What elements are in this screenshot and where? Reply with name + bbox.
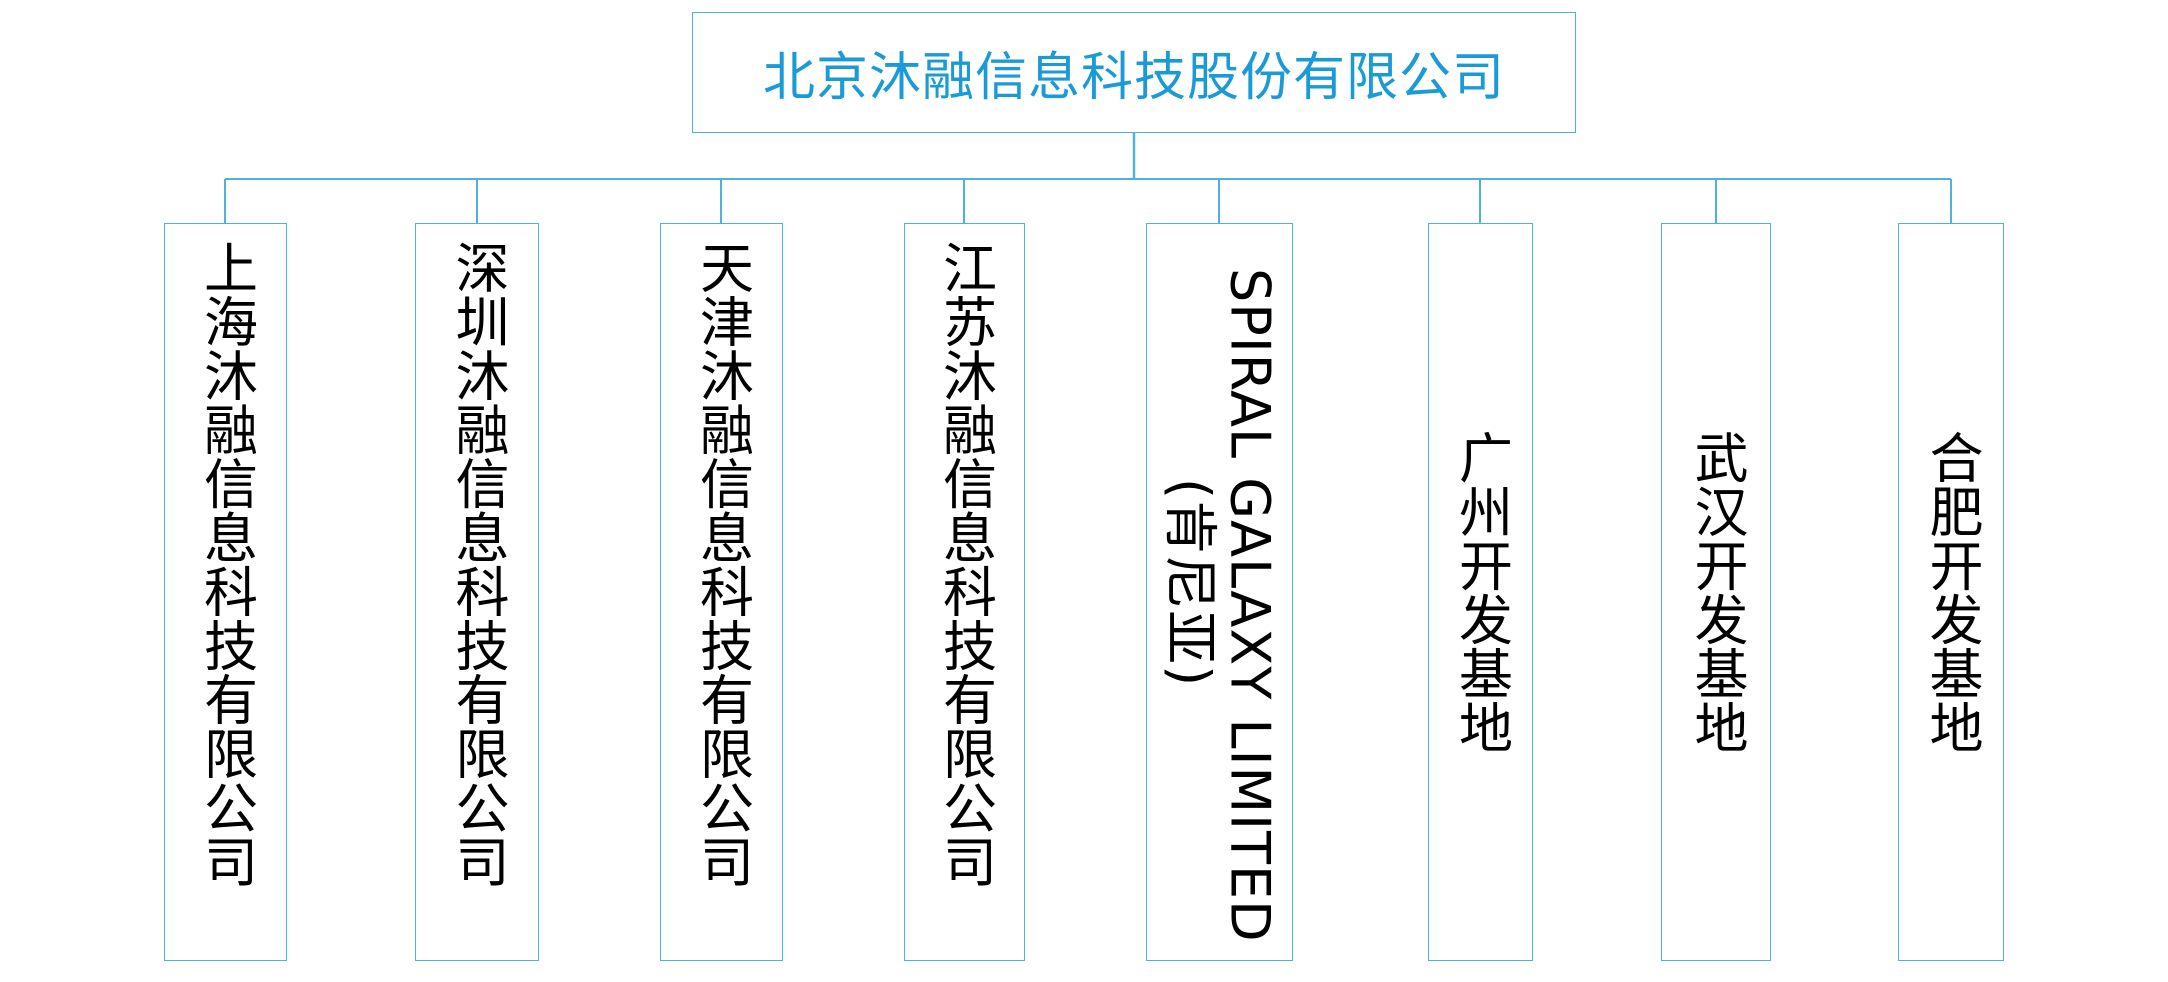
child-node-label: SPIRAL GALAXY LIMITED xyxy=(1218,268,1282,943)
child-node-guangzhou: 广州开发基地 xyxy=(1428,223,1533,961)
child-node-label: 广州开发基地 xyxy=(1449,430,1513,754)
child-node-label: 上海沐融信息科技有限公司 xyxy=(194,240,258,888)
child-node-label: 天津沐融信息科技有限公司 xyxy=(690,240,754,888)
child-node-shenzhen: 深圳沐融信息科技有限公司 xyxy=(415,223,539,961)
child-node-label: 武汉开发基地 xyxy=(1685,430,1748,754)
root-node-label: 北京沐融信息科技股份有限公司 xyxy=(762,48,1505,108)
child-node-label: 合肥开发基地 xyxy=(1920,430,1983,754)
root-node: 北京沐融信息科技股份有限公司 xyxy=(692,12,1576,133)
child-node-spiral-galaxy: SPIRAL GALAXY LIMITED (肯尼亚) xyxy=(1146,223,1293,961)
child-node-jiangsu: 江苏沐融信息科技有限公司 xyxy=(904,223,1025,961)
child-node-label: 深圳沐融信息科技有限公司 xyxy=(446,240,509,888)
child-node-wuhan: 武汉开发基地 xyxy=(1661,223,1771,961)
child-node-hefei: 合肥开发基地 xyxy=(1898,223,2004,961)
child-node-shanghai: 上海沐融信息科技有限公司 xyxy=(164,223,287,961)
child-node-label: 江苏沐融信息科技有限公司 xyxy=(933,240,997,888)
child-node-tianjin: 天津沐融信息科技有限公司 xyxy=(660,223,783,961)
spiral-galaxy-text-group: SPIRAL GALAXY LIMITED (肯尼亚) xyxy=(1158,268,1282,960)
child-node-note: (肯尼亚) xyxy=(1158,478,1222,688)
